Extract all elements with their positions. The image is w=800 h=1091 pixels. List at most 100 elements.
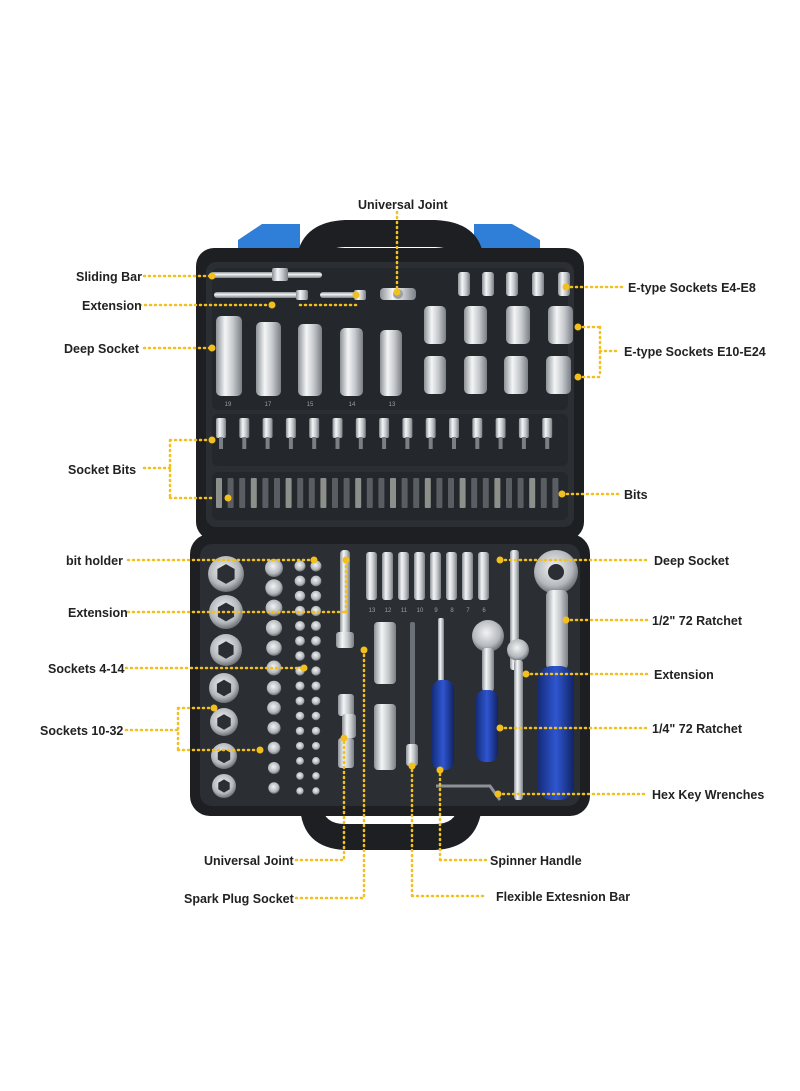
- socket-bit: [262, 418, 273, 438]
- socket-small: [310, 590, 322, 602]
- socket-small: [295, 696, 305, 706]
- label-hex-key-wrenches: Hex Key Wrenches: [652, 788, 765, 802]
- socket-small: [294, 575, 306, 587]
- socket-medium: [265, 559, 283, 577]
- leader-dots: [208, 272, 582, 798]
- spinner-handle: [432, 618, 454, 770]
- bit: [517, 478, 524, 508]
- e-type-socket: [506, 272, 518, 296]
- socket-bit-tip: [288, 437, 293, 449]
- socket-small: [296, 787, 304, 795]
- socket-small: [294, 605, 306, 617]
- sockets-4-14: [294, 560, 322, 795]
- deep-socket-lid: [298, 324, 322, 396]
- case-clip-left: [238, 224, 300, 252]
- socket-bit: [285, 418, 296, 438]
- socket-bit-tip: [428, 437, 433, 449]
- label-universal-joint-top: Universal Joint: [358, 198, 448, 212]
- socket-small: [311, 741, 321, 751]
- tray-marking: 6: [482, 608, 486, 614]
- socket-medium: [265, 619, 283, 637]
- socket-medium: [265, 579, 283, 597]
- socket-bits-row: [216, 418, 553, 449]
- socket-bit: [518, 418, 529, 438]
- socket-large-hex: [217, 748, 231, 764]
- socket-large-hex: [217, 714, 231, 730]
- case-handle-top: [296, 220, 484, 262]
- label-deep-socket-left: Deep Socket: [64, 342, 140, 356]
- socket-bit-tip: [219, 437, 223, 449]
- label-bits: Bits: [624, 488, 648, 502]
- flexible-extension-bar: [406, 622, 418, 766]
- socket-medium: [268, 762, 280, 774]
- socket-small: [295, 711, 305, 721]
- socket-bit: [332, 418, 343, 438]
- socket-bit-tip: [452, 437, 456, 449]
- socket-bit-tip: [242, 437, 247, 449]
- tray-marking: 19: [225, 402, 232, 408]
- socket-bit-tip: [545, 437, 550, 449]
- leader-lines: [124, 210, 650, 900]
- bit: [506, 478, 512, 508]
- deep-socket-base: [398, 552, 409, 600]
- e-type-socket: [546, 356, 571, 394]
- bit: [552, 478, 559, 508]
- bit: [378, 478, 385, 508]
- e-type-socket: [464, 356, 487, 394]
- deep-socket-base: [382, 552, 393, 600]
- bit: [366, 478, 373, 508]
- bit: [285, 478, 292, 508]
- deep-socket-base: [478, 552, 489, 600]
- label-bit-holder: bit holder: [66, 554, 123, 568]
- bit: [471, 478, 478, 508]
- bit: [308, 478, 315, 508]
- socket-bit-tip: [382, 437, 387, 449]
- socket-small: [295, 681, 305, 691]
- e-type-socket: [504, 356, 528, 394]
- deep-socket-base: [414, 552, 425, 600]
- socket-medium: [267, 701, 281, 715]
- socket-small: [311, 726, 321, 736]
- bit: [494, 478, 501, 508]
- bit: [320, 478, 327, 508]
- deep-socket-base: [462, 552, 473, 600]
- bit: [343, 478, 350, 508]
- socket-bit-tip: [265, 437, 270, 449]
- socket-bit: [402, 418, 413, 438]
- extension-bar-right: [507, 550, 529, 800]
- bit: [413, 478, 420, 508]
- sockets-medium: [265, 559, 283, 794]
- socket-bit: [495, 418, 506, 438]
- socket-bit-tip: [405, 437, 410, 449]
- ratchet-quarter: [472, 620, 504, 762]
- tray-marking: 9: [434, 608, 438, 614]
- deep-socket-lid: [380, 330, 402, 396]
- bit: [436, 478, 443, 508]
- deep-socket-base: [430, 552, 441, 600]
- socket-bit: [379, 418, 390, 438]
- case-handle-bottom: [300, 806, 482, 850]
- socket-small: [310, 605, 322, 617]
- socket-bit: [449, 418, 459, 438]
- bit: [529, 478, 536, 508]
- e-type-socket: [548, 306, 573, 344]
- bit: [250, 478, 257, 508]
- socket-medium: [267, 741, 281, 755]
- label-deep-socket-right: Deep Socket: [654, 554, 730, 568]
- socket-medium: [266, 660, 282, 676]
- socket-medium: [266, 640, 282, 656]
- bit: [227, 478, 234, 508]
- e-type-socket: [458, 272, 470, 296]
- socket-large-hex: [217, 602, 235, 622]
- label-spinner-handle: Spinner Handle: [490, 854, 582, 868]
- e-type-socket: [424, 306, 446, 344]
- label-extension-top: Extension: [82, 299, 142, 313]
- socket-small: [310, 620, 322, 632]
- bit: [448, 478, 454, 508]
- e-type-socket: [506, 306, 530, 344]
- socket-small: [311, 696, 321, 706]
- universal-joint-base: [338, 694, 356, 768]
- label-socket-bits: Socket Bits: [68, 463, 137, 477]
- bit: [482, 478, 489, 508]
